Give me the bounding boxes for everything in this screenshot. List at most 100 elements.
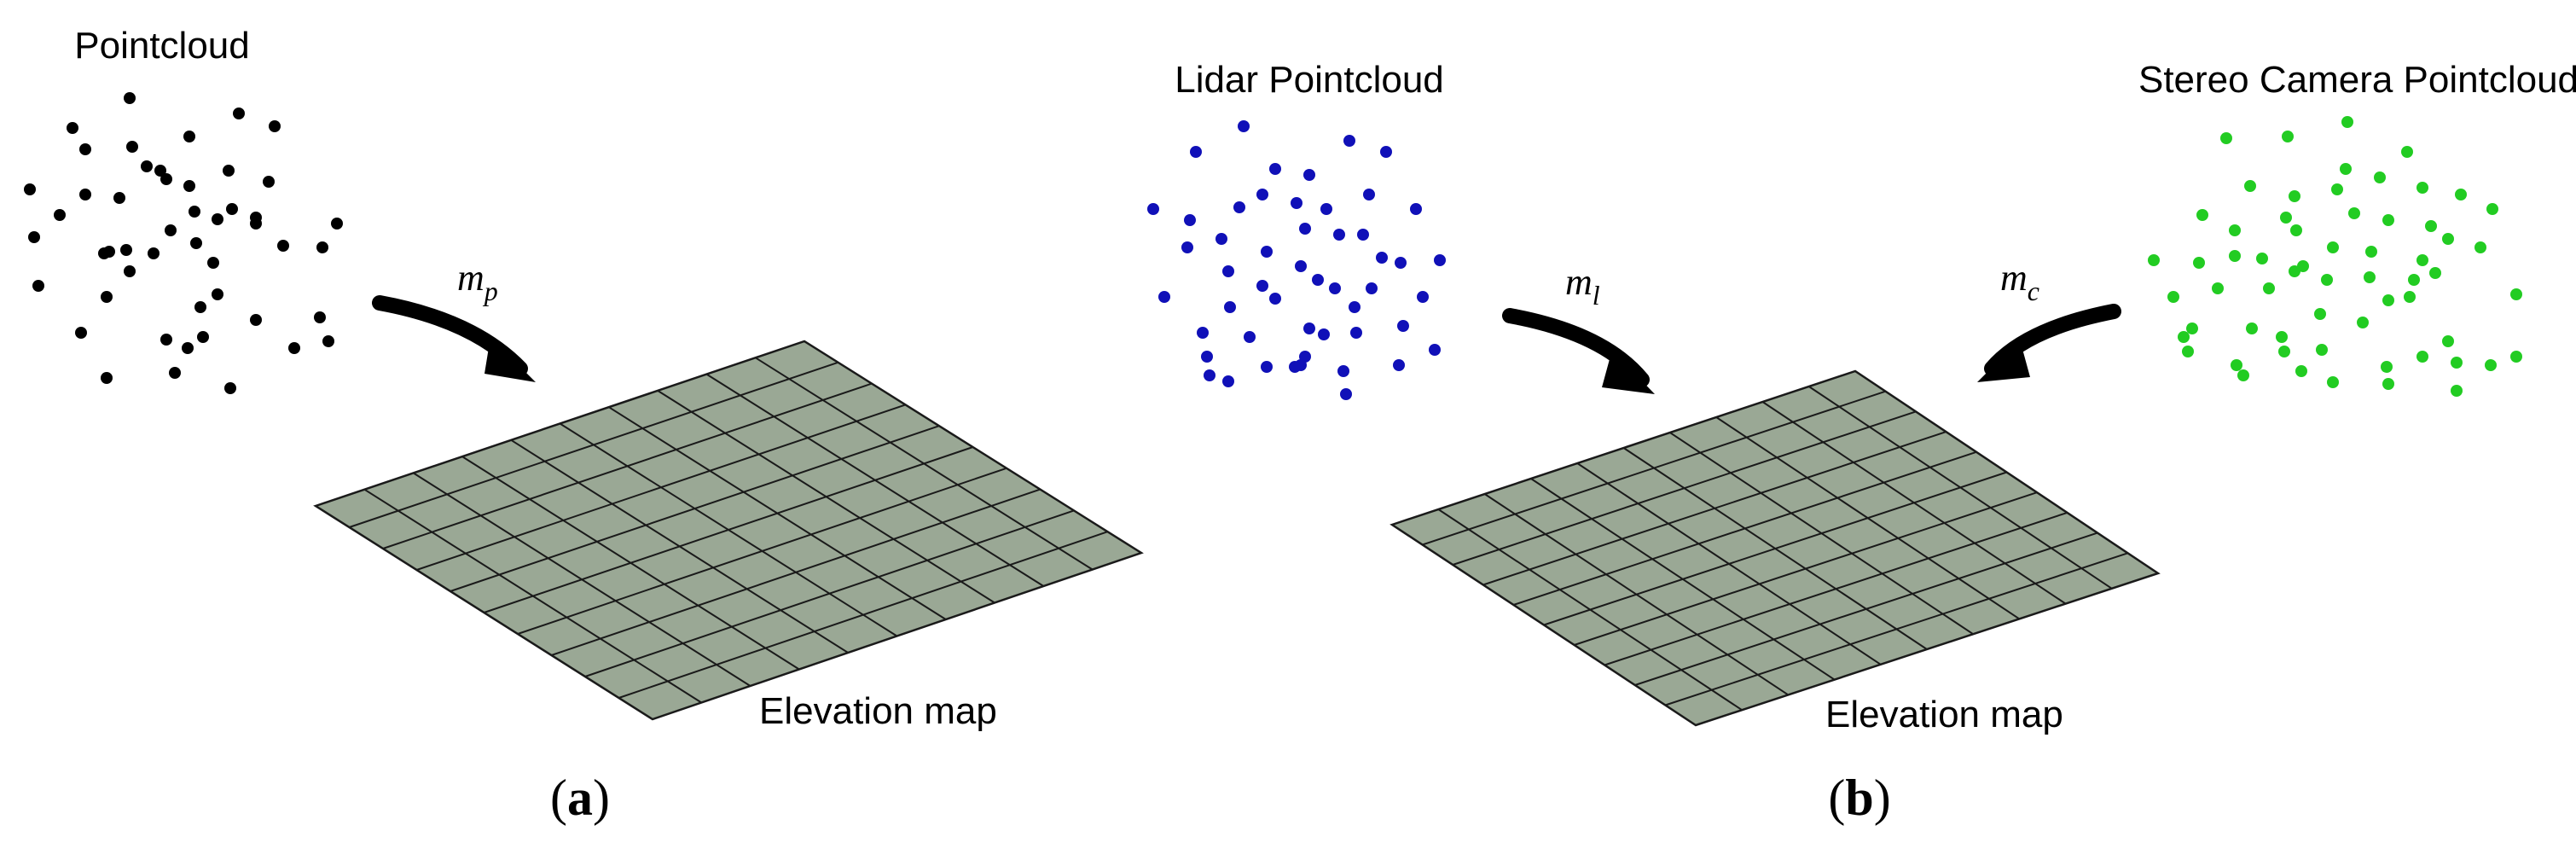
lidar-point [1181, 241, 1193, 253]
lidar-point [1366, 282, 1378, 294]
grid-line [1513, 450, 1977, 606]
pointcloud-point [154, 165, 166, 177]
pointcloud-point [182, 342, 194, 354]
grid-line [349, 361, 838, 528]
pointcloud-point [54, 209, 66, 221]
pointcloud-point [194, 301, 206, 313]
pointcloud-point [190, 237, 202, 249]
lidar-point [1320, 203, 1332, 215]
pointcloud-point [160, 173, 172, 185]
lidar-point [1244, 331, 1256, 343]
arrow-ml-label: ml [1565, 261, 1600, 311]
stereo-point [2341, 116, 2353, 128]
pointcloud-point [226, 203, 238, 215]
stereo-point [2263, 282, 2275, 294]
stereo-point [2442, 233, 2454, 245]
pointcloud-point [24, 183, 36, 195]
lidar-point [1299, 223, 1311, 235]
stereo-point [2182, 346, 2194, 357]
stereo-point [2212, 282, 2224, 294]
pointcloud-point [233, 108, 245, 119]
grid-line [517, 467, 1007, 635]
stereo-pointcloud-title: Stereo Camera Pointcloud [2138, 59, 2576, 101]
lidar-point [1158, 291, 1170, 303]
lidar-point [1434, 254, 1446, 266]
grid-line [1422, 390, 1886, 546]
pointcloud-point [331, 218, 343, 230]
pointcloud-point [189, 206, 200, 218]
grid-line [382, 382, 873, 549]
grid-line [1665, 552, 2128, 706]
stereo-point [2331, 183, 2343, 195]
pointcloud-point [101, 372, 113, 384]
pointcloud-point [250, 314, 262, 326]
pointcloud-point [124, 92, 136, 104]
stereo-point [2231, 359, 2242, 371]
grid-line [1543, 471, 2007, 626]
pointcloud-point [183, 180, 195, 192]
stereo-point [2404, 291, 2416, 303]
stereo-point [2510, 351, 2522, 363]
caption-a: (a) [550, 770, 610, 826]
stereo-point [2246, 322, 2258, 334]
stereo-point [2327, 241, 2339, 253]
grid-line [484, 446, 973, 613]
grid-line [450, 425, 940, 592]
panel-b: Lidar Pointcloud Stereo Camera Pointclou… [1147, 59, 2576, 826]
stereo-point [2381, 361, 2393, 373]
pointcloud-point [207, 257, 219, 269]
pointcloud-point [212, 288, 223, 300]
lidar-point [1303, 169, 1315, 181]
lidar-point [1269, 163, 1281, 175]
pointcloud-point [263, 176, 275, 188]
stereo-point [2374, 171, 2386, 183]
lidar-point [1261, 246, 1273, 258]
lidar-point [1417, 291, 1429, 303]
lidar-point [1340, 388, 1352, 400]
stereo-point [2327, 376, 2339, 388]
caption-b: (b) [1828, 770, 1890, 826]
stereo-point [2316, 344, 2328, 356]
pointcloud-point [101, 291, 113, 303]
lidar-point [1343, 135, 1355, 147]
elevation-grid-a [313, 340, 1144, 721]
lidar-point [1233, 201, 1245, 213]
stereo-point [2401, 146, 2413, 158]
pointcloud-point [183, 131, 195, 142]
grid-line [1452, 410, 1917, 566]
stereo-point [2451, 385, 2463, 397]
pointcloud-point [288, 342, 300, 354]
lidar-point [1395, 257, 1407, 269]
lidar-point [1303, 322, 1315, 334]
lidar-point [1291, 197, 1303, 209]
lidar-point [1397, 320, 1409, 332]
lidar-point [1147, 203, 1159, 215]
stereo-point [2442, 335, 2454, 347]
lidar-point [1256, 189, 1268, 200]
stereo-point [2256, 253, 2268, 264]
stereo-point [2416, 351, 2428, 363]
stereo-point [2295, 365, 2307, 377]
pointcloud-point [120, 244, 132, 256]
lidar-point [1204, 369, 1215, 381]
stereo-point [2290, 224, 2302, 236]
lidar-pointcloud [1147, 120, 1446, 400]
stereo-point [2289, 190, 2300, 202]
pointcloud-point [79, 143, 91, 155]
lidar-point [1350, 327, 1362, 339]
stereo-point [2289, 265, 2300, 277]
panel-a: Pointcloud mp Elevation map (a) [24, 25, 1144, 826]
stereo-point [2429, 267, 2441, 279]
lidar-point [1215, 233, 1227, 245]
pointcloud-title: Pointcloud [74, 25, 249, 67]
lidar-point [1393, 359, 1405, 371]
arrow-ml [1502, 308, 1655, 394]
grid-line [584, 509, 1075, 677]
stereo-pointcloud [2148, 116, 2522, 397]
lidar-point [1380, 146, 1392, 158]
elevation-grid-b [1390, 369, 2161, 727]
pointcloud-point [124, 265, 136, 277]
lidar-point [1333, 229, 1345, 241]
stereo-point [2229, 224, 2241, 236]
